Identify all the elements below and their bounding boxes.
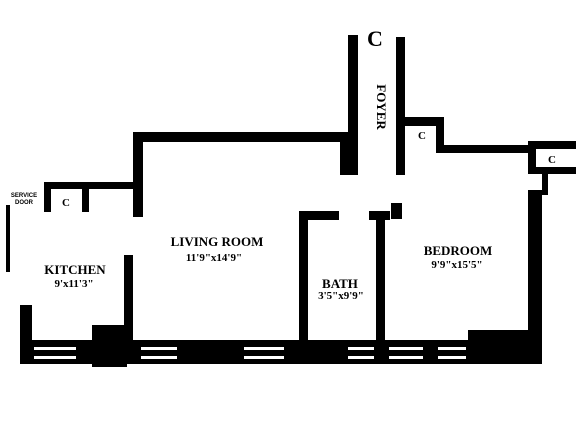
living-room-dims: 11'9"x14'9" [186, 252, 242, 264]
service-door-label-2: DOOR [15, 200, 34, 206]
kitchen-dims: 9'x11'3" [54, 278, 93, 290]
walls [6, 35, 576, 367]
window-kitchen-2 [34, 356, 76, 359]
bedroom-dims: 9'9"x15'5" [431, 259, 482, 271]
kitchen-name: KITCHEN [44, 262, 106, 277]
living-room-name: LIVING ROOM [171, 234, 264, 249]
window-living-1b [141, 356, 177, 359]
bath-top-wall-left [299, 211, 339, 220]
foyer-closet-top-wall [396, 117, 443, 126]
service-door-left-wall [6, 205, 10, 272]
window-bedroom-1b [389, 356, 423, 359]
window-bedroom-2b [438, 356, 466, 359]
bath-dims: 3'5"x9'9" [318, 290, 364, 302]
unit-letter: C [367, 26, 383, 51]
window-living-2 [244, 347, 284, 350]
window-bedroom-1 [389, 347, 423, 350]
bath-door-stub [391, 203, 402, 219]
window-kitchen [34, 347, 76, 350]
bath-name: BATH [322, 276, 358, 291]
window-bath [348, 347, 374, 350]
living-right-wall-stub [340, 132, 358, 175]
bath-left-wall [299, 211, 308, 343]
right-wall-upper [542, 171, 548, 195]
bedroom-closet-top-wall [528, 141, 576, 149]
kitchen-closet-right-wall [82, 182, 89, 212]
bottom-right-block [468, 330, 538, 364]
bedroom-top-wall [436, 145, 530, 153]
living-left-wall-lower [124, 255, 133, 343]
living-left-wall [133, 132, 143, 217]
living-top-wall [133, 132, 358, 142]
bath-right-wall [376, 211, 385, 343]
bottom-wall [20, 340, 542, 364]
service-door-label-1: SERVICE [11, 193, 37, 199]
foyer-wall-left [348, 35, 358, 175]
window-living-1 [141, 347, 177, 350]
bedroom-closet-left-wall [528, 141, 536, 171]
foyer-wall-right [396, 37, 405, 175]
foyer-closet-label: C [418, 130, 426, 142]
windows [34, 347, 466, 359]
bedroom-closet-bottom-wall [528, 167, 576, 174]
kitchen-top-wall [46, 182, 133, 189]
bedroom-name: BEDROOM [424, 243, 493, 258]
right-wall-lower [528, 190, 542, 340]
window-bath-b [348, 356, 374, 359]
foyer-label: FOYER [374, 84, 389, 130]
bedroom-closet-label: C [548, 154, 556, 166]
foyer-closet-right-wall [436, 117, 444, 151]
window-living-2b [244, 356, 284, 359]
window-bedroom-2 [438, 347, 466, 350]
kitchen-closet-left-wall [44, 182, 51, 212]
kitchen-closet-label: C [62, 197, 70, 209]
kitchen-left-wall-lower [20, 305, 32, 343]
